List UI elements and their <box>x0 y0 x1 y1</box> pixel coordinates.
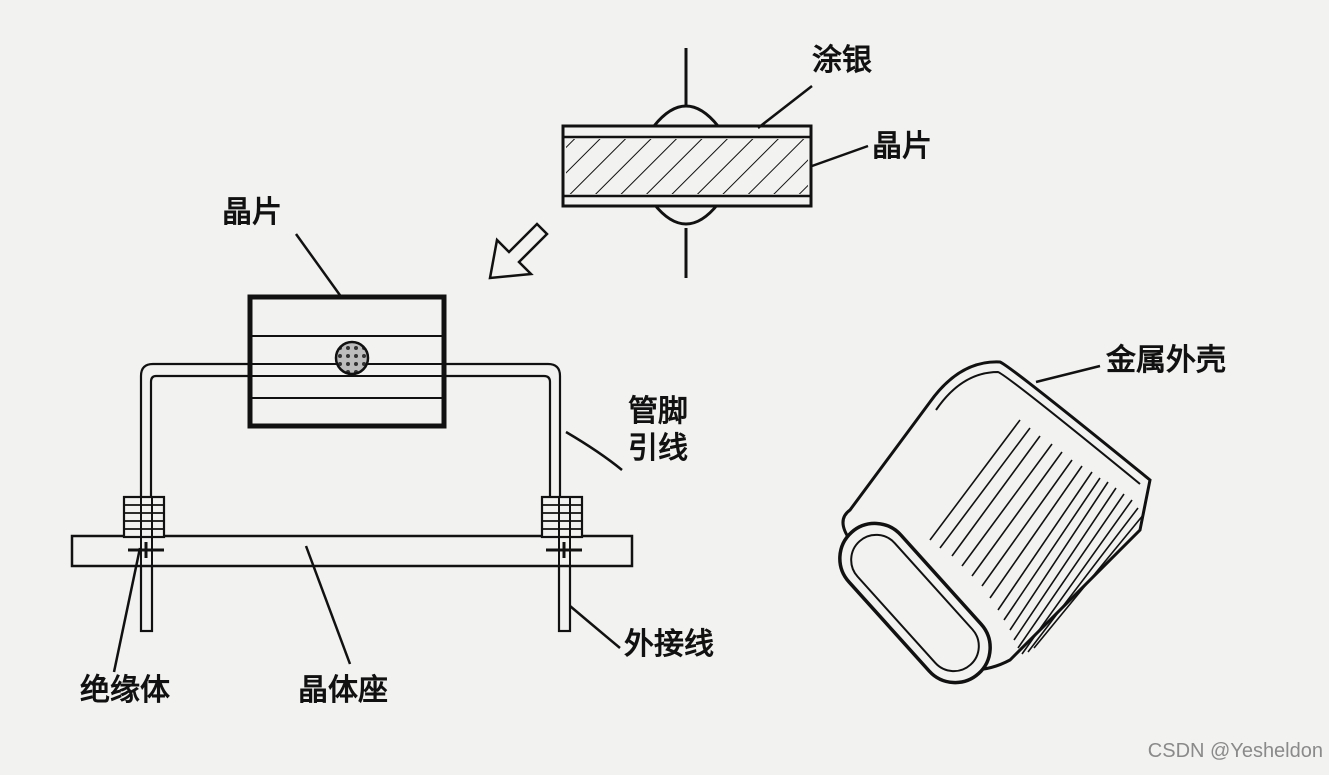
leader-wafer-main <box>294 233 344 299</box>
insulator-left <box>122 495 166 566</box>
wafer-cross-section <box>561 48 813 278</box>
label-silver-coating: 涂银 <box>812 43 872 78</box>
leader-pin-lead <box>565 430 623 471</box>
shell-opening-inner <box>850 533 980 673</box>
base-bar <box>70 534 634 568</box>
label-pin-lead-line2: 引线 <box>628 430 688 466</box>
shell-ribs <box>929 419 1145 655</box>
wafer-hatch <box>566 139 808 194</box>
leader-external-wire <box>569 605 621 649</box>
crystal-holder-assembly <box>70 294 634 633</box>
label-insulator: 绝缘体 <box>80 673 170 708</box>
label-wafer-main: 晶片 <box>222 195 282 230</box>
metal-shell <box>838 360 1152 685</box>
label-pin-lead-line1: 管脚 <box>628 394 688 429</box>
label-pin-lead: 管脚 引线 <box>628 394 688 467</box>
insulator-right <box>540 495 584 566</box>
label-external-wire: 外接线 <box>624 627 714 662</box>
label-crystal-base: 晶体座 <box>298 673 388 708</box>
watermark: CSDN @Yesheldon <box>1147 740 1323 762</box>
leader-crystal-base <box>304 545 352 665</box>
label-metal-shell: 金属外壳 <box>1106 343 1226 378</box>
leader-insulator <box>112 547 142 673</box>
leader-metal-shell <box>1035 364 1101 384</box>
direction-arrow-icon <box>488 222 549 280</box>
label-wafer-top: 晶片 <box>872 129 932 164</box>
leader-silver <box>757 85 813 129</box>
leader-wafer-top <box>811 144 869 168</box>
electrode-dot <box>334 340 370 376</box>
